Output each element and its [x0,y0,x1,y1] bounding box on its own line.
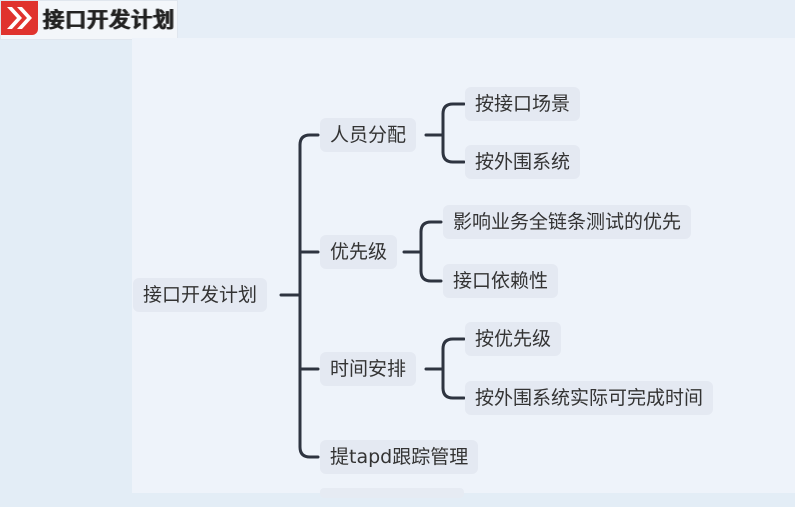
app-logo-icon [1,1,38,35]
branch-node-schedule[interactable]: 时间安排 [320,352,417,386]
leaf-node[interactable]: 按外围系统实际可完成时间 [465,381,714,415]
partial-node [320,488,464,498]
leaf-node[interactable]: 按优先级 [465,322,562,356]
leaf-node[interactable]: 按外围系统 [465,145,581,179]
branch-node-staffing[interactable]: 人员分配 [320,118,417,152]
root-node[interactable]: 接口开发计划 [133,278,268,312]
leaf-node[interactable]: 影响业务全链条测试的优先 [443,205,692,239]
branch-node-tapd[interactable]: 提tapd跟踪管理 [320,440,479,474]
document-title: 接口开发计划 [43,8,175,32]
branch-node-priority[interactable]: 优先级 [320,235,398,269]
app-header: 接口开发计划 [0,0,178,40]
leaf-node[interactable]: 接口依赖性 [443,264,559,298]
leaf-node[interactable]: 按接口场景 [465,87,581,121]
bottom-strip [0,493,795,507]
